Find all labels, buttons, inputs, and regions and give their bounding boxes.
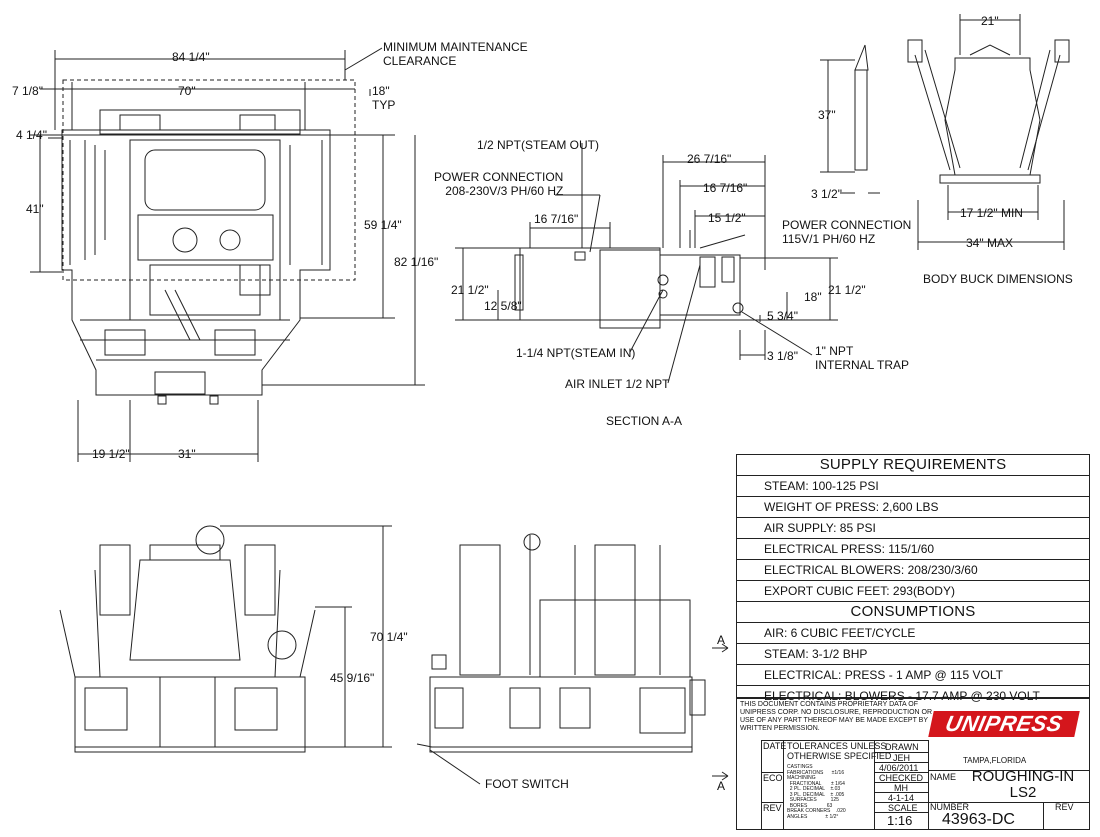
dim-3-18: 3 1/8" — [767, 349, 798, 363]
maintenance-clearance-label: MINIMUM MAINTENANCE CLEARANCE — [383, 40, 528, 68]
proprietary-notice: THIS DOCUMENT CONTAINS PROPRIETARY DATA … — [740, 701, 933, 732]
dim-18: 18" — [804, 290, 822, 304]
title-block: THIS DOCUMENT CONTAINS PROPRIETARY DATA … — [736, 698, 1090, 830]
dim-15: 15 1/2" — [708, 211, 746, 225]
tolerances-header: TOLERANCES UNLESS OTHERWISE SPECIFIED — [787, 741, 892, 761]
section-title: SECTION A-A — [606, 414, 683, 428]
body-buck-title: BODY BUCK DIMENSIONS — [923, 272, 1073, 286]
consumptions-title: CONSUMPTIONS — [737, 602, 1089, 623]
drawing-number: 43963-DC — [942, 811, 1015, 828]
section-view-drawing — [514, 230, 744, 329]
front-view-drawing — [59, 525, 316, 753]
steam-in-label: 1-1/4 NPT(STEAM IN) — [516, 346, 636, 360]
section-mark-top: A — [717, 633, 726, 647]
section-mark-bottom: A — [717, 779, 726, 793]
drawn-by: JEH — [893, 753, 911, 763]
consumption-item: ELECTRICAL: PRESS - 1 AMP @ 115 VOLT — [737, 665, 1089, 686]
dim-buck-21: 21" — [981, 14, 999, 28]
body-buck-drawing — [854, 39, 1070, 184]
dim-5: 5 3/4" — [767, 309, 798, 323]
dim-bottom-right: 31" — [178, 447, 196, 461]
dim-21-right: 21 1/2" — [828, 283, 866, 297]
body-buck-dim-lines — [820, 14, 1065, 250]
scale-value: 1:16 — [887, 813, 913, 828]
supply-item: ELECTRICAL BLOWERS: 208/230/3/60 — [737, 560, 1089, 581]
internal-trap-label: 1" NPT INTERNAL TRAP — [815, 344, 910, 372]
rev-label-right: REV — [1055, 802, 1074, 812]
number-label: NUMBER — [930, 802, 970, 812]
eco-label: ECO — [763, 773, 783, 783]
name-label: NAME — [930, 772, 957, 782]
consumption-item: AIR: 6 CUBIC FEET/CYCLE — [737, 623, 1089, 644]
drawing-name: ROUGHING-IN LS2 — [971, 768, 1075, 801]
dim-height-82: 82 1/16" — [394, 255, 439, 269]
checked-date: 4-1-14 — [888, 793, 915, 803]
top-view-drawing — [61, 79, 356, 405]
checked-by: MH — [894, 783, 908, 793]
dim-front-70: 70 1/4" — [370, 630, 408, 644]
supply-item: WEIGHT OF PRESS: 2,600 LBS — [737, 497, 1089, 518]
supply-item: STEAM: 100-125 PSI — [737, 476, 1089, 497]
rev-label: REV — [763, 803, 782, 813]
dim-buck-17-min: 17 1/2" MIN — [960, 206, 1023, 220]
consumption-item: ELECTRICAL: BLOWERS - 17.7 AMP @ 230 VOL… — [764, 689, 1040, 703]
dim-front-45: 45 9/16" — [330, 671, 375, 685]
foot-switch-label: FOOT SWITCH — [485, 777, 569, 791]
top-view-dim-lines — [30, 47, 425, 462]
dim-side-clearance-left: 7 1/8" — [12, 84, 43, 98]
power-connection-right-label: POWER CONNECTION 115V/1 PH/60 HZ — [782, 218, 912, 246]
dim-main-width: 70" — [178, 84, 196, 98]
supply-item: AIR SUPPLY: 85 PSI — [737, 518, 1089, 539]
drawn-date: 4/06/2011 — [879, 763, 919, 773]
dim-buck-3-12: 3 1/2" — [811, 187, 842, 201]
section-view-dim-lines — [455, 143, 838, 384]
dim-height-59: 59 1/4" — [364, 218, 402, 232]
steam-out-label: 1/2 NPT(STEAM OUT) — [477, 138, 600, 152]
tolerance-rows: CASTINGS FABRICATIONS ±1/16 MACHINING FR… — [787, 764, 846, 820]
location-label: TAMPA,FLORIDA — [963, 756, 1027, 765]
dim-16-left: 16 7/16" — [534, 212, 579, 226]
checked-label: CHECKED — [879, 773, 924, 783]
scale-label: SCALE — [888, 803, 918, 813]
dim-offset: 4 1/4" — [16, 128, 47, 142]
supply-item: ELECTRICAL PRESS: 115/1/60 — [737, 539, 1089, 560]
power-connection-left-label: POWER CONNECTION 208-230V/3 PH/60 HZ — [434, 170, 564, 198]
dim-left-height: 41" — [26, 202, 44, 216]
consumption-item: STEAM: 3-1/2 BHP — [737, 644, 1089, 665]
dim-12: 12 5/8" — [484, 299, 522, 313]
requirements-table: SUPPLY REQUIREMENTS STEAM: 100-125 PSI W… — [736, 454, 1090, 703]
dim-rear-clearance: 18" — [372, 84, 390, 98]
date-label: DATE — [763, 741, 787, 751]
supply-title: SUPPLY REQUIREMENTS — [737, 455, 1089, 476]
dim-21-left: 21 1/2" — [451, 283, 489, 297]
dim-rear-clearance-typ: TYP — [372, 98, 396, 112]
dim-buck-37: 37" — [818, 108, 836, 122]
dim-26: 26 7/16" — [687, 152, 732, 166]
air-inlet-label: AIR INLET 1/2 NPT — [565, 377, 670, 391]
unipress-logo: UNIPRESS — [928, 711, 1080, 737]
supply-item: EXPORT CUBIC FEET: 293(BODY) — [737, 581, 1089, 602]
section-marks — [712, 643, 729, 781]
dim-buck-34-max: 34" MAX — [966, 236, 1013, 250]
side-view-drawing — [416, 533, 706, 785]
dim-bottom-left: 19 1/2" — [92, 447, 130, 461]
drawn-label: DRAWN — [885, 742, 919, 752]
front-view-dim-lines — [220, 525, 392, 748]
dim-overall-width: 84 1/4" — [172, 50, 210, 64]
dim-16-right: 16 7/16" — [703, 181, 748, 195]
